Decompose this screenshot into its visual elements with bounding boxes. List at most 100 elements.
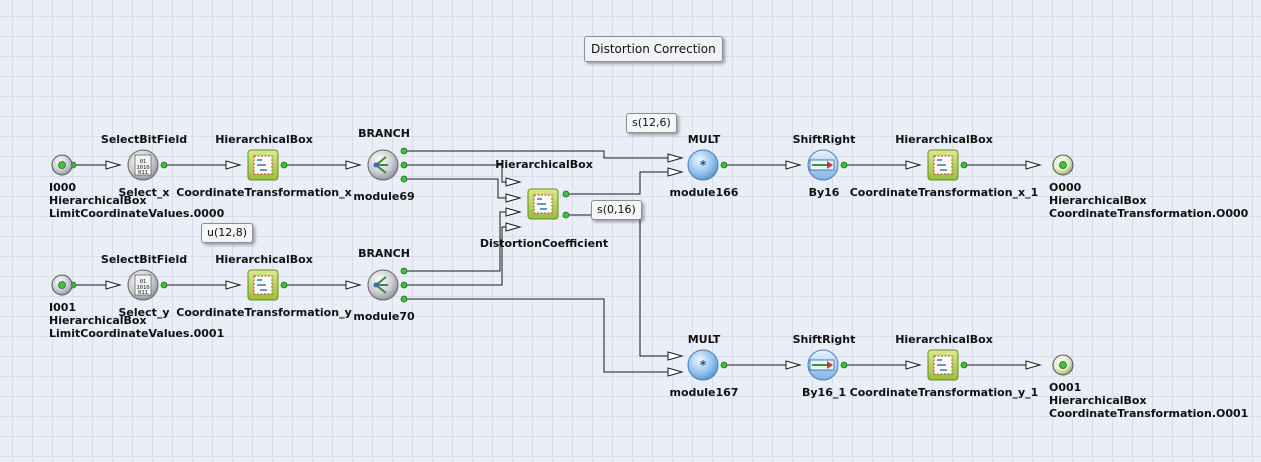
port-arrow — [505, 193, 522, 203]
wire — [404, 178, 506, 199]
type-tag-u12-8[interactable]: u(12,8) — [201, 223, 254, 243]
port-arrow — [667, 167, 684, 177]
port-dot — [160, 161, 168, 169]
block-type-label: HierarchicalBox — [895, 133, 993, 146]
block-name-label: module167 — [669, 386, 739, 399]
output-name: O000 — [1049, 181, 1082, 194]
svg-text:011: 011 — [138, 170, 148, 176]
input-box: HierarchicalBox — [49, 194, 147, 207]
block-type-label: ShiftRight — [792, 133, 856, 146]
wire — [404, 150, 668, 159]
output-sub: CoordinateTransformation.O000 — [1049, 207, 1249, 220]
port-arrow — [225, 280, 242, 290]
port-dot — [400, 295, 408, 303]
block-name-label: module166 — [669, 186, 739, 199]
wire — [404, 164, 506, 183]
port-arrow — [667, 367, 684, 377]
shiftright-block-by16-1[interactable] — [807, 349, 839, 381]
port-arrow — [667, 153, 684, 163]
hierarchicalbox-block-distortion[interactable] — [527, 188, 559, 220]
input-arrows — [105, 153, 1042, 377]
hierarchicalbox-block-ct-y1[interactable] — [927, 349, 959, 381]
block-name-label: DistortionCoefficient — [479, 237, 609, 250]
block-type-label: HierarchicalBox — [215, 133, 313, 146]
port-arrow — [1025, 160, 1042, 170]
output-box: HierarchicalBox — [1049, 194, 1147, 207]
wire — [404, 226, 506, 286]
branch-block-module70[interactable] — [367, 269, 399, 301]
bitfield-icon — [134, 154, 152, 176]
multiply-icon: * — [700, 358, 707, 372]
hierarchicalbox-block-ct-y[interactable] — [247, 269, 279, 301]
selectbitfield-block-x[interactable]: 01 1010 011 — [127, 149, 159, 181]
input-name: I000 — [49, 181, 77, 194]
shiftright-block-by16[interactable] — [807, 149, 839, 181]
mult-block-module167[interactable]: * — [687, 349, 719, 381]
svg-text:01: 01 — [140, 279, 147, 285]
port-dot — [160, 281, 168, 289]
block-type-label: MULT — [687, 333, 721, 346]
output-sub: CoordinateTransformation.O001 — [1049, 407, 1249, 420]
wire — [404, 211, 506, 272]
input-terminal-i000[interactable] — [51, 154, 73, 176]
multiply-icon: * — [700, 158, 707, 172]
port-dot — [840, 361, 848, 369]
port-arrow — [1025, 360, 1042, 370]
block-name-label: CoordinateTransformation_y — [176, 306, 352, 319]
output-ports — [69, 147, 968, 369]
port-arrow — [667, 351, 684, 361]
port-dot — [400, 161, 408, 169]
type-tag-s12-6[interactable]: s(12,6) — [626, 113, 677, 133]
block-name-label: CoordinateTransformation_x — [176, 186, 352, 199]
block-name-label: Select_x — [118, 186, 170, 199]
block-name-label: CoordinateTransformation_x_1 — [849, 186, 1039, 199]
port-arrow — [345, 280, 362, 290]
hierarchicalbox-block-ct-x1[interactable] — [927, 149, 959, 181]
input-sub: LimitCoordinateValues.0001 — [49, 327, 225, 340]
input-box: HierarchicalBox — [49, 314, 147, 327]
port-dot — [400, 175, 408, 183]
port-arrow — [105, 280, 122, 290]
port-dot — [960, 161, 968, 169]
input-terminal-i001[interactable] — [51, 274, 73, 296]
wire — [566, 171, 668, 195]
block-type-label: HierarchicalBox — [215, 253, 313, 266]
mult-block-module166[interactable]: * — [687, 149, 719, 181]
block-type-label: SelectBitField — [100, 133, 188, 146]
type-tag-s0-16[interactable]: s(0,16) — [591, 200, 642, 220]
svg-text:011: 011 — [138, 290, 148, 296]
port-dot — [840, 161, 848, 169]
input-sub: LimitCoordinateValues.0000 — [49, 207, 225, 220]
port-arrow — [905, 360, 922, 370]
block-name-label: Select_y — [118, 306, 170, 319]
port-arrow — [905, 160, 922, 170]
port-arrow — [345, 160, 362, 170]
output-terminal-o000[interactable] — [1052, 154, 1074, 176]
diagram-title[interactable]: Distortion Correction — [584, 36, 723, 62]
port-arrow — [785, 360, 802, 370]
port-dot — [720, 361, 728, 369]
branch-block-module69[interactable] — [367, 149, 399, 181]
port-dot — [562, 211, 570, 219]
block-type-label: HierarchicalBox — [495, 158, 593, 171]
block-type-label: ShiftRight — [792, 333, 856, 346]
selectbitfield-block-y[interactable]: 01 1010 011 — [127, 269, 159, 301]
port-arrow — [225, 160, 242, 170]
input-name: I001 — [49, 301, 77, 314]
block-type-label: HierarchicalBox — [895, 333, 993, 346]
output-terminal-o001[interactable] — [1052, 354, 1074, 376]
block-name-label: By16_1 — [801, 386, 847, 399]
output-name: O001 — [1049, 381, 1082, 394]
wires — [73, 150, 1026, 373]
wire — [404, 298, 668, 373]
hierarchicalbox-block-ct-x[interactable] — [247, 149, 279, 181]
port-dot — [400, 281, 408, 289]
block-type-label: BRANCH — [358, 127, 410, 140]
port-dot — [280, 161, 288, 169]
block-type-label: SelectBitField — [100, 253, 188, 266]
block-name-label: By16 — [808, 186, 840, 199]
port-arrow — [105, 160, 122, 170]
svg-text:01: 01 — [140, 159, 147, 165]
port-dot — [960, 361, 968, 369]
